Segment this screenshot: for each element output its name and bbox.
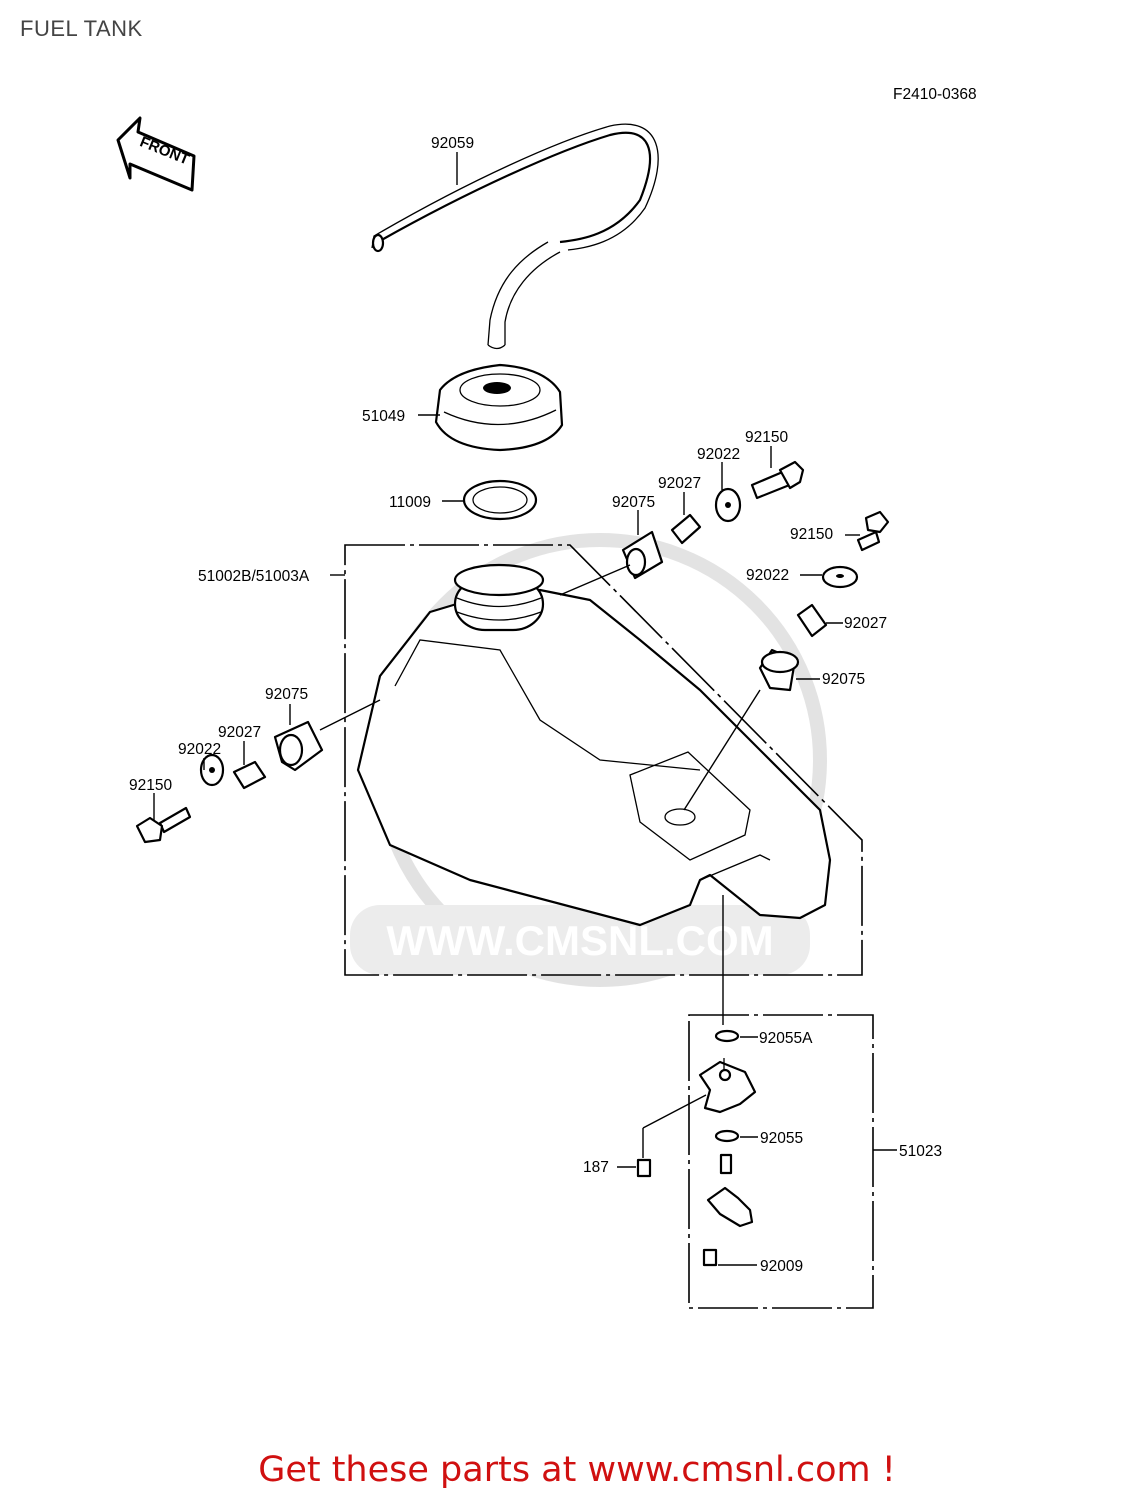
label-92022-right: 92022 [746,567,789,584]
label-92027-top: 92027 [658,475,701,492]
label-11009: 11009 [389,494,431,511]
label-92022-left: 92022 [178,741,221,758]
label-51023: 51023 [899,1143,942,1160]
page-title: FUEL TANK [20,16,143,41]
label-92150-left: 92150 [129,777,172,794]
label-92009: 92009 [760,1258,803,1275]
front-arrow-icon: FRONT [116,116,196,192]
label-92027-left: 92027 [218,724,261,741]
diagram-code: F2410-0368 [893,86,977,103]
label-92075-top: 92075 [612,494,655,511]
mount-set-right [758,510,890,692]
promo-text[interactable]: Get these parts at www.cmsnl.com ! [258,1450,896,1490]
label-92075-right: 92075 [822,671,865,688]
watermark-url: WWW.CMSNL.COM [386,917,773,964]
fuel-tank [356,563,832,927]
promo-link[interactable]: Get these parts at www.cmsnl.com ! [0,1450,1146,1490]
fuel-valve [636,1029,757,1267]
label-51049: 51049 [362,408,405,425]
label-92150-top: 92150 [745,429,788,446]
mount-set-left [135,720,324,844]
label-92075-left: 92075 [265,686,308,703]
filler-cap [434,363,564,452]
gasket-ring [462,479,538,521]
breather-hose [371,123,659,350]
label-51002b-51003a: 51002B/51003A [198,568,310,585]
label-92150-right: 92150 [790,526,833,543]
label-92022-top: 92022 [697,446,740,463]
label-92055a: 92055A [759,1030,813,1047]
label-92055: 92055 [760,1130,803,1147]
label-187: 187 [583,1159,609,1176]
mount-set-upper [621,460,805,580]
label-92059: 92059 [431,135,474,152]
label-92027-right: 92027 [844,615,887,632]
